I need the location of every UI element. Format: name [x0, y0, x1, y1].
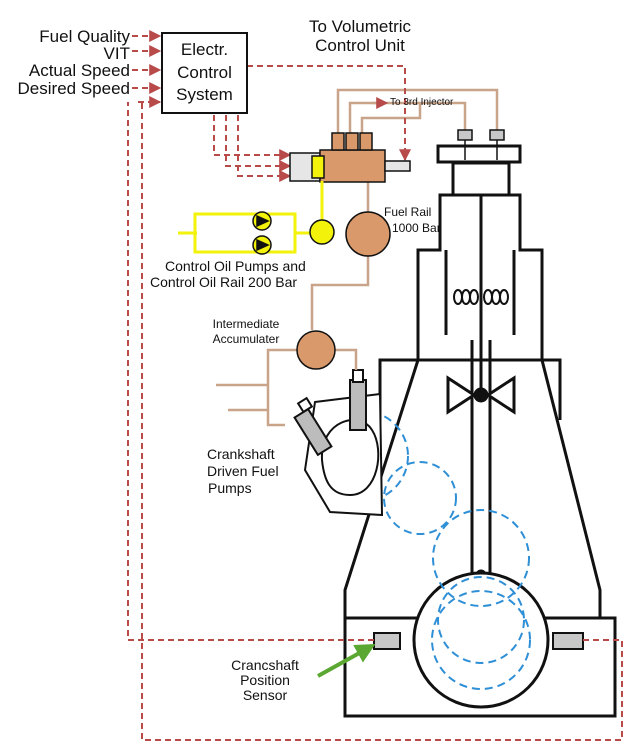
valve-block	[289, 132, 411, 183]
crankshaft-position-sensor	[373, 632, 401, 650]
ecs-box	[161, 32, 248, 114]
volumetric-label-1: To Volumetric	[308, 17, 412, 36]
accumulator-label-2: Accumulater	[212, 332, 280, 346]
ecs-label-2: Control	[177, 63, 232, 82]
fuel-rail-label-1: Fuel Rail	[384, 205, 432, 219]
crankshaft-position-sensor-2	[552, 632, 584, 650]
signal-lines	[127, 30, 623, 741]
ecs-label-3: System	[176, 85, 233, 104]
accumulator-vessel	[296, 330, 336, 370]
crank-pumps-label-2: Driven Fuel	[207, 463, 279, 479]
control-oil-label-1: Control Oil Pumps and	[165, 258, 306, 274]
sensor-label-1: Crancshaft	[231, 657, 299, 673]
input-desired-speed: Desired Speed	[17, 79, 130, 98]
fuel-rail-vessel	[345, 211, 391, 257]
piston-rod	[470, 195, 492, 581]
ecs-label-1: Electr.	[180, 40, 229, 59]
crankshaft-wheel	[412, 571, 550, 709]
third-injector-label: To 3rd Injector	[390, 97, 454, 108]
fuel-pipes	[216, 88, 499, 427]
fuel-rail-label-2: 1000 Bar	[392, 221, 441, 235]
input-actual-speed: Actual Speed	[28, 61, 130, 80]
control-oil-label-2: Control Oil Rail 200 Bar	[150, 274, 298, 290]
input-fuel-quality: Fuel Quality	[39, 27, 130, 46]
input-vit: VIT	[103, 44, 130, 63]
accumulator-label-1: Intermediate	[212, 317, 280, 331]
sensor-label-2: Position	[240, 672, 290, 688]
control-oil-rail	[178, 181, 335, 255]
engine-frame	[343, 144, 617, 718]
volumetric-label-2: Control Unit	[315, 36, 405, 55]
crank-fuel-pump-body	[293, 369, 384, 517]
sensor-pointer-arrow	[317, 644, 376, 678]
stuffing-box	[453, 289, 509, 305]
crosshead-guides	[446, 375, 516, 415]
crank-pumps-label-1: Crankshaft	[207, 446, 275, 462]
crank-pumps-label-3: Pumps	[208, 480, 252, 496]
sensor-label-3: Sensor	[242, 687, 288, 703]
injectors	[457, 129, 505, 160]
